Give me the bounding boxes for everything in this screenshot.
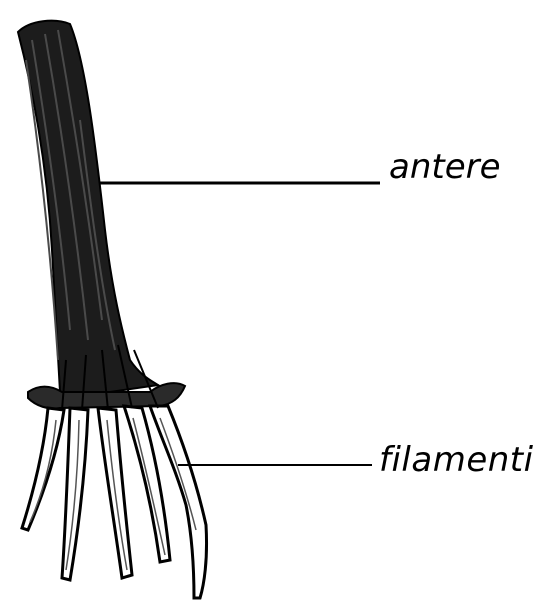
filament-1 (22, 408, 64, 530)
filamenti-label: filamenti (379, 443, 534, 477)
filaments (22, 406, 207, 598)
antere-label: antere (389, 150, 501, 184)
